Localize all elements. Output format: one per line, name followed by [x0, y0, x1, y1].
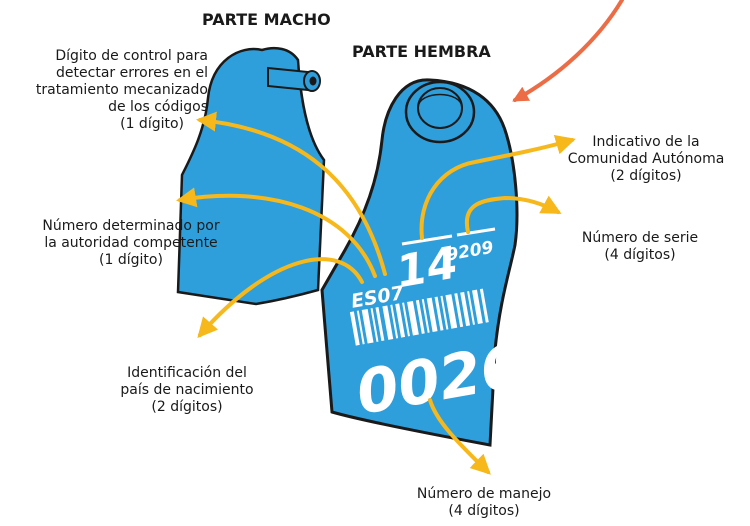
label-birth-country: Identificación del país de nacimiento (2… [120, 365, 254, 415]
label-authority-number: Número determinado por la autoridad comp… [42, 218, 220, 268]
arrow-management-number [428, 398, 491, 475]
heading-male-part: PARTE MACHO [202, 10, 331, 29]
label-management-number: Número de manejo (4 dígitos) [416, 486, 552, 519]
arrow-control-digit [196, 111, 387, 276]
tag-region-code: 14 [393, 237, 462, 298]
label-community: Indicativo de la Comunidad Autónoma (2 d… [567, 134, 725, 184]
arrow-birth-country [197, 257, 364, 339]
arrow-authority-number [176, 187, 377, 278]
label-control-digit: Dígito de control para detectar errores … [35, 48, 208, 132]
arrows [176, 111, 576, 475]
tag-barcode [349, 288, 489, 346]
female-tag-part: ES07 14 9209 0026 [320, 78, 528, 447]
orange-arrow [512, 0, 624, 102]
label-serial-number: Número de serie (4 dígitos) [581, 230, 699, 263]
arrow-serial-number [464, 195, 562, 234]
heading-female-part: PARTE HEMBRA [352, 42, 491, 61]
arrow-community [419, 134, 576, 240]
